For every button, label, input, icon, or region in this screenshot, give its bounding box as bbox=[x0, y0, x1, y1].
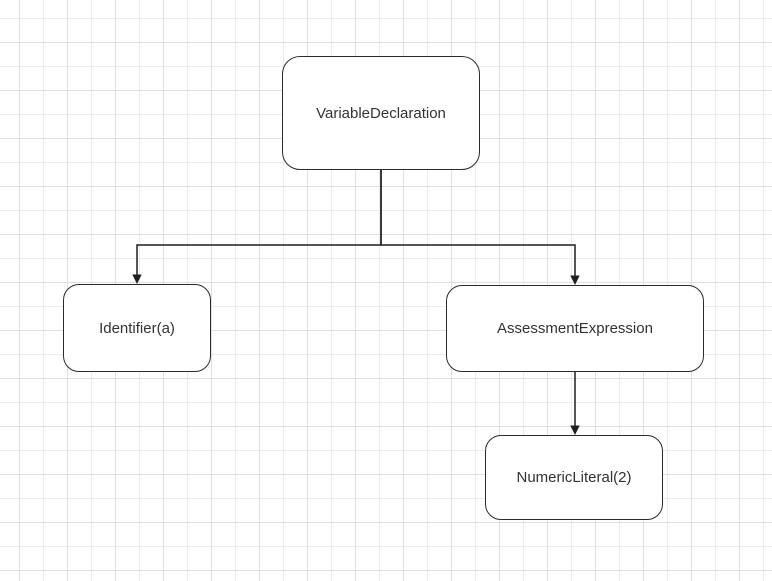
edge-variabledeclaration-to-assessmentexpression[interactable] bbox=[380, 170, 580, 285]
node-label: AssessmentExpression bbox=[497, 320, 653, 337]
node-numeric-literal[interactable]: NumericLiteral(2) bbox=[485, 435, 663, 520]
edge-line bbox=[136, 170, 382, 275]
arrowhead-icon bbox=[570, 425, 580, 435]
edge-assessmentexpression-to-numericliteral[interactable] bbox=[570, 372, 580, 435]
node-assessment-expression[interactable]: AssessmentExpression bbox=[446, 285, 704, 372]
arrowhead-icon bbox=[570, 275, 580, 285]
arrowhead-icon bbox=[132, 274, 142, 284]
edge-variabledeclaration-to-identifier[interactable] bbox=[132, 170, 382, 284]
node-variable-declaration[interactable]: VariableDeclaration bbox=[282, 56, 480, 170]
node-label: NumericLiteral(2) bbox=[516, 469, 632, 486]
node-label: VariableDeclaration bbox=[316, 104, 446, 122]
node-identifier[interactable]: Identifier(a) bbox=[63, 284, 211, 372]
node-label: Identifier(a) bbox=[99, 319, 175, 337]
edge-line bbox=[380, 170, 576, 276]
